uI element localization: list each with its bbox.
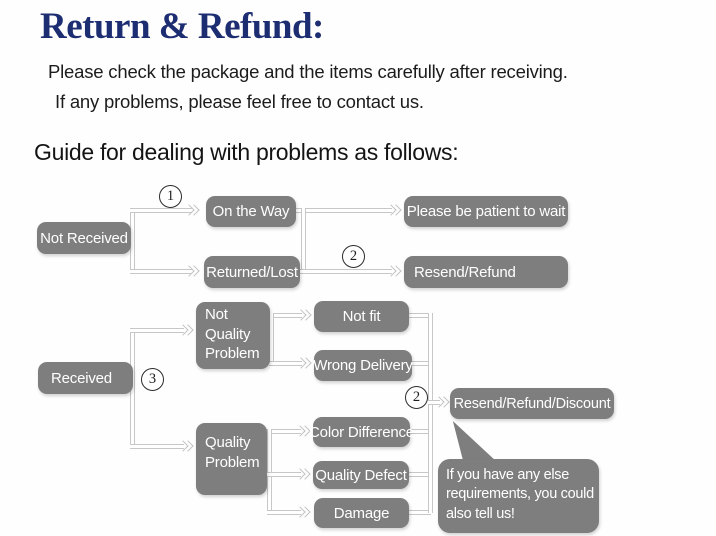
connector-line [301,208,306,274]
arrowhead-icon [436,397,449,407]
connector-line [267,510,301,515]
guide-heading: Guide for dealing with problems as follo… [34,139,459,165]
connector-line [130,328,184,333]
connector-line [298,269,392,274]
connector-line [265,429,301,434]
flow-node-not-quality-problem: Not Quality Problem [196,302,270,369]
flow-node-received: Received [38,362,133,394]
arrowhead-icon [298,310,311,320]
flow-node-returned-lost: Returned/Lost [204,256,300,288]
connector-line [407,472,431,477]
arrowhead-icon [388,205,401,215]
connector-line [407,510,431,515]
step-marker-1: 1 [159,185,182,208]
flow-node-damage: Damage [314,498,409,528]
connector-line [267,472,301,477]
arrowhead-icon [297,426,310,436]
step-marker-2a: 2 [342,245,365,268]
arrowhead-icon [297,469,310,479]
connector-line [130,208,192,213]
connector-line [268,313,302,318]
step-marker-3: 3 [141,368,164,391]
arrowhead-icon [186,205,199,215]
connector-line [130,269,192,274]
flow-node-on-the-way: On the Way [206,196,296,227]
arrowhead-icon [297,507,310,517]
connector-line [409,361,431,366]
flow-node-wrong-delivery: Wrong Delivery [313,350,413,381]
connector-line [269,361,302,366]
flow-node-quality-problem: Quality Problem [196,423,267,495]
callout-tail [452,421,497,462]
flow-node-not-fit: Not fit [314,301,409,332]
arrowhead-icon [180,325,193,335]
flow-node-not-received: Not Received [37,222,131,254]
connector-line [294,208,392,213]
intro-line-2: If any problems, please feel free to con… [55,91,424,112]
flow-node-resend-refund-discount: Resend/Refund/Discount [450,388,614,419]
arrowhead-icon [186,266,199,276]
arrowhead-icon [180,441,193,451]
flow-node-please-be-patient: Please be patient to wait [404,196,568,227]
flow-node-resend-refund: Resend/Refund [404,256,568,288]
callout-bubble: If you have any else requirements, you c… [438,459,599,533]
page-title: Return & Refund: [40,6,324,47]
intro-line-1: Please check the package and the items c… [48,61,568,82]
connector-line [130,444,184,449]
arrowhead-icon [388,266,401,276]
arrowhead-icon [298,358,311,368]
step-marker-2b: 2 [405,386,428,409]
flow-node-quality-defect: Quality Defect [313,461,409,489]
connector-line [407,429,431,434]
connector-line [428,313,433,513]
flow-node-color-difference: Color Difference [309,417,414,447]
connector-line [407,313,431,318]
